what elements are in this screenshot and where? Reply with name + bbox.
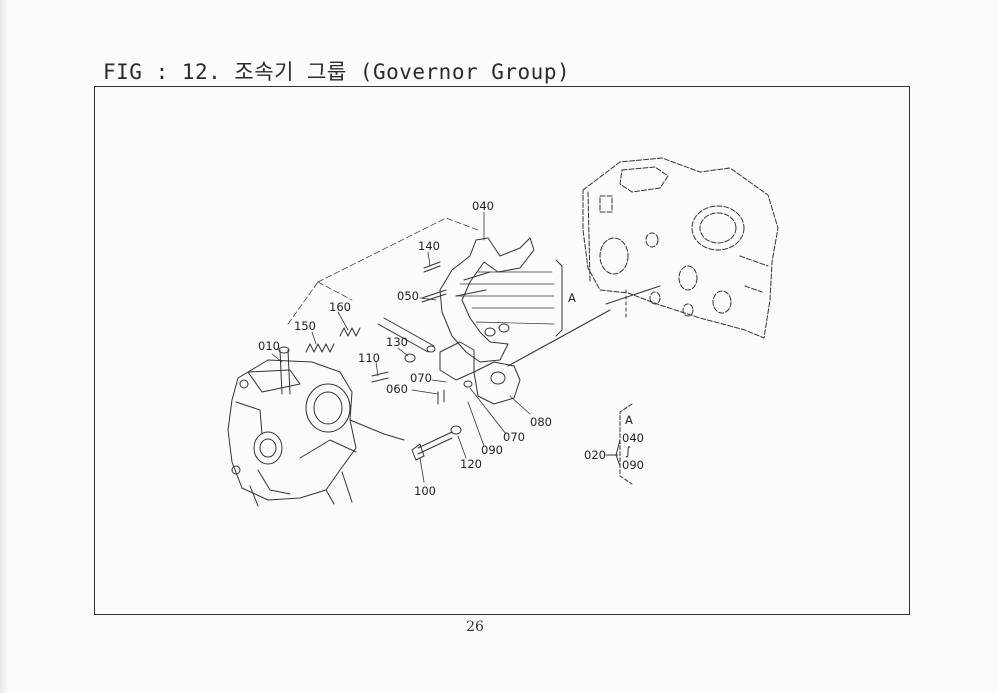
legend-bracket-drawing: [605, 403, 633, 485]
callout-120: 120: [460, 457, 482, 471]
callout-100: 100: [414, 484, 436, 498]
figure-title: FIG : 12. 조속기 그룹 (Governor Group): [103, 60, 571, 84]
callout-070-top: 070: [410, 371, 432, 385]
callout-080: 080: [530, 415, 552, 429]
callout-010: 010: [258, 339, 280, 353]
governor-lever-drawing: [439, 237, 535, 363]
gear-case-drawing: [227, 359, 405, 507]
figure-frame: [94, 86, 910, 615]
callout-110: 110: [358, 351, 380, 365]
callout-ref-a: A: [568, 291, 576, 305]
callout-140: 140: [418, 239, 440, 253]
callout-160: 160: [329, 300, 351, 314]
engine-block-drawing: [582, 157, 779, 339]
scan-edge: [0, 0, 8, 693]
legend-sep: ∫: [625, 444, 631, 458]
callout-150: 150: [294, 319, 316, 333]
page-number: 26: [466, 619, 484, 635]
assembly-legend: A 020 040 ∫ 090: [584, 413, 644, 472]
legend-top: 040: [622, 431, 644, 445]
callout-040: 040: [472, 199, 494, 213]
callout-050: 050: [397, 289, 419, 303]
legend-bottom: 090: [622, 458, 644, 472]
callout-070-bottom: 070: [503, 430, 525, 444]
legend-main: 020: [584, 448, 606, 462]
callout-060: 060: [386, 382, 408, 396]
part-callouts: 040 140 050 160 150 010 130 110 070 060 …: [258, 199, 576, 498]
legend-label-a: A: [625, 413, 633, 427]
callout-090: 090: [481, 443, 503, 457]
callout-130: 130: [386, 335, 408, 349]
